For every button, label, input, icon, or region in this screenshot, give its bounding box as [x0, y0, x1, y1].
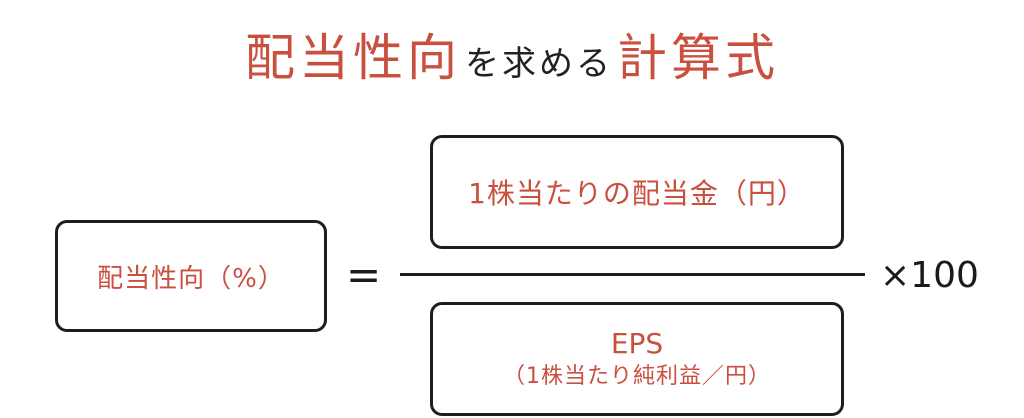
title-connector: を求める	[465, 44, 613, 84]
denominator-sublabel: （1株当たり純利益／円）	[503, 364, 771, 389]
numerator-label: 1株当たりの配当金（円）	[468, 177, 806, 210]
result-box: 配当性向（%）	[55, 220, 327, 332]
denominator-label: EPS	[610, 327, 664, 360]
equals-sign: =	[346, 250, 382, 299]
title-main: 配当性向	[245, 29, 461, 87]
denominator-box: EPS （1株当たり純利益／円）	[430, 302, 844, 416]
multiplier-label: ×100	[880, 255, 979, 296]
title-suffix: 計算式	[617, 29, 779, 87]
numerator-box: 1株当たりの配当金（円）	[430, 135, 844, 249]
result-label: 配当性向（%）	[97, 263, 285, 294]
fraction-bar	[400, 273, 865, 276]
page-title: 配当性向を求める計算式	[0, 22, 1024, 106]
